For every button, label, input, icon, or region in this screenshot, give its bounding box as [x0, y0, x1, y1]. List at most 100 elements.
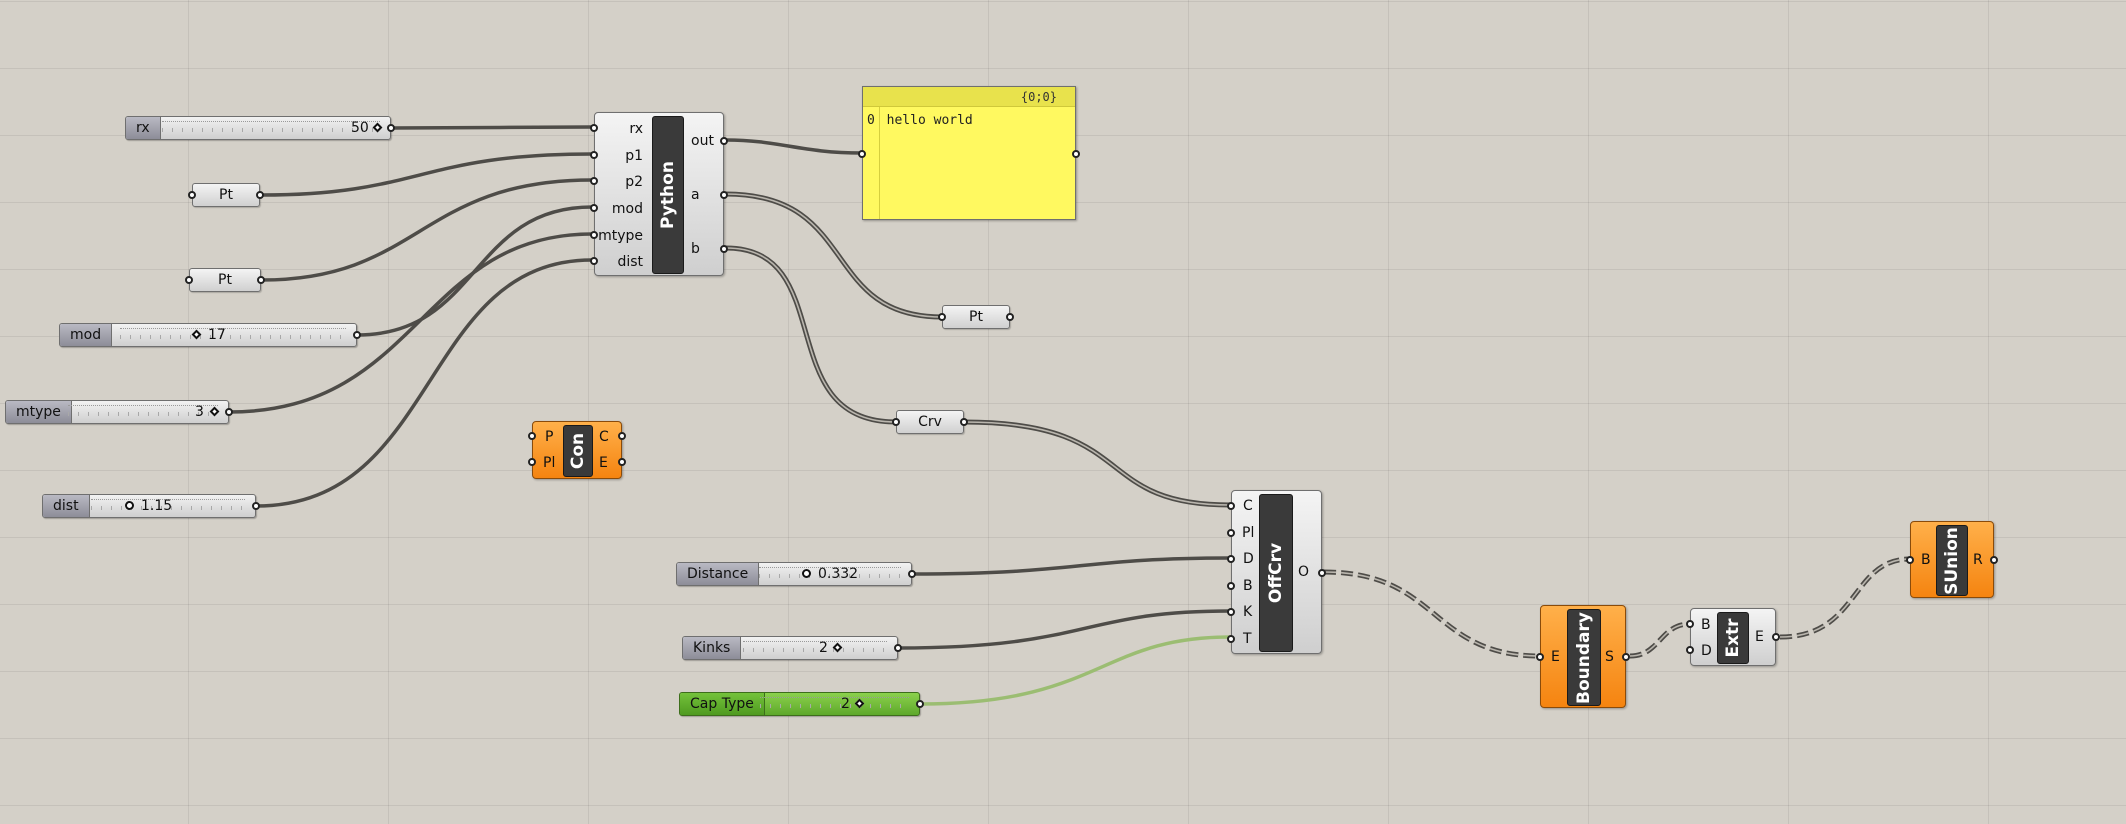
slider-track[interactable]	[68, 405, 218, 419]
python-component[interactable]: rx p1 p2 mod mtype dist Python out a b	[590, 112, 728, 276]
grip-e[interactable]	[1536, 653, 1544, 661]
grip-b[interactable]	[720, 245, 728, 253]
grip-c[interactable]	[1227, 502, 1235, 510]
slider-track[interactable]	[743, 641, 887, 655]
output-grip[interactable]	[256, 191, 264, 199]
grip-r[interactable]	[1990, 556, 1998, 564]
text-panel[interactable]: {0;0} 0 hello world	[858, 86, 1080, 220]
input-k[interactable]: K	[1243, 604, 1253, 620]
output-grip[interactable]	[257, 276, 265, 284]
grip-s[interactable]	[1622, 653, 1630, 661]
grip-e[interactable]	[1772, 633, 1780, 641]
grip-d[interactable]	[1227, 555, 1235, 563]
grip-k[interactable]	[1227, 608, 1235, 616]
input-c[interactable]: C	[1243, 498, 1253, 514]
input-rx[interactable]: rx	[629, 121, 643, 137]
grip-pl[interactable]	[528, 458, 536, 466]
slider-track[interactable]	[91, 499, 245, 513]
pt-param-output[interactable]: Pt	[938, 305, 1014, 329]
input-grip[interactable]	[185, 276, 193, 284]
input-pl[interactable]: Pl	[543, 455, 556, 471]
slider-track[interactable]	[162, 121, 380, 135]
input-d[interactable]: D	[1243, 551, 1254, 567]
slider-track[interactable]	[759, 567, 901, 581]
grip-d[interactable]	[1686, 646, 1694, 654]
input-mod[interactable]: mod	[611, 201, 643, 217]
slider-knob[interactable]	[802, 569, 811, 578]
output-grip[interactable]	[1072, 150, 1080, 158]
input-dist[interactable]: dist	[617, 254, 643, 270]
output-grip[interactable]	[252, 502, 260, 510]
slider-track[interactable]	[120, 328, 346, 342]
grip-e[interactable]	[618, 458, 626, 466]
grip-mtype[interactable]	[590, 231, 598, 239]
grip-pl[interactable]	[1227, 529, 1235, 537]
con-component[interactable]: P Pl Con C E	[528, 421, 626, 479]
input-p[interactable]: P	[545, 429, 554, 445]
input-grip[interactable]	[938, 313, 946, 321]
rx-slider[interactable]: rx 50	[125, 116, 395, 140]
input-d[interactable]: D	[1701, 643, 1712, 659]
sunion-component[interactable]: B SUnion R	[1906, 521, 1998, 598]
input-mtype[interactable]: mtype	[598, 228, 643, 244]
grip-b[interactable]	[1906, 556, 1914, 564]
input-b[interactable]: B	[1921, 552, 1931, 568]
slider-knob[interactable]	[125, 501, 134, 510]
grip-b[interactable]	[1227, 582, 1235, 590]
slider-track[interactable]	[760, 697, 909, 711]
input-p1[interactable]: p1	[625, 148, 643, 164]
grip-dist[interactable]	[590, 257, 598, 265]
output-c[interactable]: C	[599, 429, 609, 445]
kinks-slider[interactable]: Kinks 2	[682, 636, 902, 660]
output-grip[interactable]	[916, 700, 924, 708]
output-b[interactable]: b	[691, 241, 700, 257]
input-b[interactable]: B	[1243, 578, 1253, 594]
input-e[interactable]: E	[1551, 649, 1560, 665]
output-grip[interactable]	[908, 570, 916, 578]
input-pl[interactable]: Pl	[1242, 525, 1255, 541]
output-grip[interactable]	[225, 408, 233, 416]
pt-param-2[interactable]: Pt	[185, 268, 265, 292]
grip-p[interactable]	[528, 432, 536, 440]
input-grip[interactable]	[858, 150, 866, 158]
pt-param-1[interactable]: Pt	[188, 183, 264, 207]
output-grip[interactable]	[960, 418, 968, 426]
output-e[interactable]: E	[599, 455, 608, 471]
mtype-slider[interactable]: mtype 3	[5, 400, 233, 424]
output-out[interactable]: out	[691, 133, 714, 149]
panel-row-text: hello world	[886, 113, 973, 128]
output-r[interactable]: R	[1973, 552, 1983, 568]
grip-rx[interactable]	[590, 124, 598, 132]
cap-type-slider[interactable]: Cap Type 2	[679, 692, 924, 716]
grip-p1[interactable]	[590, 151, 598, 159]
grip-p2[interactable]	[590, 177, 598, 185]
grip-t[interactable]	[1227, 635, 1235, 643]
param-label: Pt	[969, 309, 983, 325]
grip-o[interactable]	[1318, 569, 1326, 577]
output-grip[interactable]	[353, 331, 361, 339]
distance-slider[interactable]: Distance 0.332	[676, 562, 916, 586]
grip-mod[interactable]	[590, 204, 598, 212]
mod-slider[interactable]: mod 17	[59, 323, 361, 347]
input-b[interactable]: B	[1701, 617, 1711, 633]
extr-component[interactable]: B D Extr E	[1686, 608, 1780, 666]
input-grip[interactable]	[188, 191, 196, 199]
output-a[interactable]: a	[691, 187, 700, 203]
output-grip[interactable]	[894, 644, 902, 652]
output-s[interactable]: S	[1605, 649, 1614, 665]
offcrv-component[interactable]: C Pl D B K T OffCrv O	[1227, 490, 1326, 654]
grip-a[interactable]	[720, 191, 728, 199]
input-p2[interactable]: p2	[625, 174, 643, 190]
input-t[interactable]: T	[1243, 631, 1252, 647]
boundary-component[interactable]: E Boundary S	[1536, 605, 1630, 708]
output-grip[interactable]	[387, 124, 395, 132]
grip-c[interactable]	[618, 432, 626, 440]
dist-slider[interactable]: dist 1.15	[42, 494, 260, 518]
grip-b[interactable]	[1686, 620, 1694, 628]
output-o[interactable]: O	[1298, 564, 1310, 580]
output-e[interactable]: E	[1755, 629, 1764, 645]
crv-param[interactable]: Crv	[892, 410, 968, 434]
output-grip[interactable]	[1006, 313, 1014, 321]
input-grip[interactable]	[892, 418, 900, 426]
grip-out[interactable]	[720, 137, 728, 145]
